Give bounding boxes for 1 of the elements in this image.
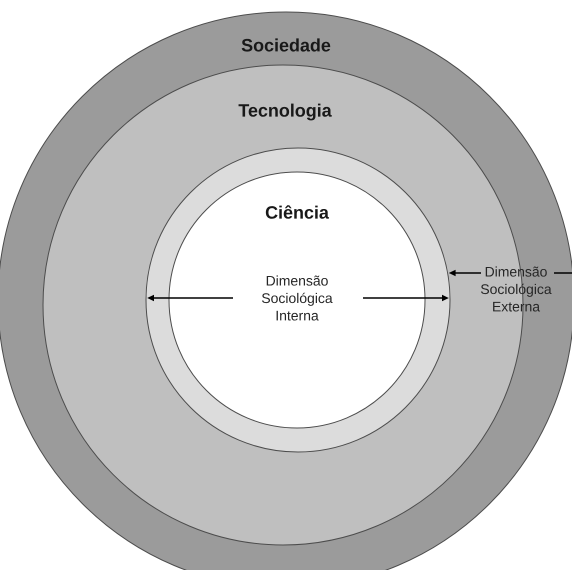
circle-layer: Ciência Dimensão Sociológica Interna: [168, 172, 426, 428]
